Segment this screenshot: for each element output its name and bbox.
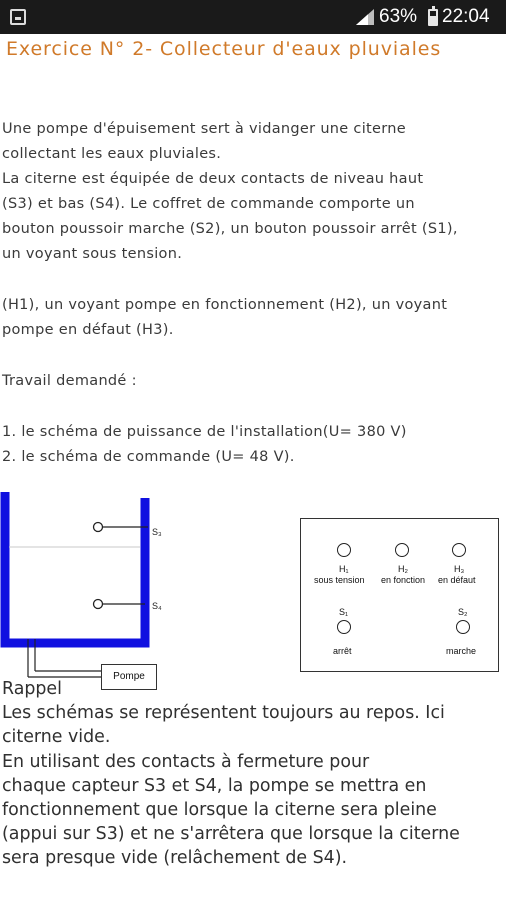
text-line: (H1), un voyant pompe en fonctionnement …	[2, 297, 448, 313]
rappel-section: Rappel Les schémas se représentent toujo…	[2, 677, 502, 871]
s3-contact	[92, 521, 104, 533]
text-line: En utilisant des contacts à fermeture po…	[2, 751, 370, 772]
text-line: collectant les eaux pluviales.	[2, 146, 222, 162]
tank-diagram	[0, 492, 150, 678]
text-line: 1. le schéma de puissance de l'installat…	[2, 424, 407, 440]
text-line: citerne vide.	[2, 727, 111, 748]
pump-box: Pompe	[101, 664, 157, 690]
h3-lamp	[452, 543, 466, 557]
exercise-title: Exercice N° 2- Collecteur d'eaux pluvial…	[6, 38, 442, 60]
text-line: pompe en défaut (H3).	[2, 322, 174, 338]
text-line: chaque capteur S3 et S4, la pompe se met…	[2, 775, 427, 796]
rappel-heading: Rappel	[2, 679, 62, 699]
signal-icon	[356, 9, 374, 25]
h1-lamp	[337, 543, 351, 557]
s4-label: S₄	[152, 601, 162, 611]
s4-contact	[92, 598, 104, 610]
s1-button	[337, 620, 351, 634]
description-paragraph: Une pompe d'épuisement sert à vidanger u…	[2, 117, 458, 267]
h2-code: H₂	[398, 564, 408, 574]
scroll-content[interactable]: Exercice N° 2- Collecteur d'eaux pluvial…	[0, 34, 506, 900]
text-line: Travail demandé :	[2, 373, 137, 389]
text-line: (appui sur S3) et ne s'arrêtera que lors…	[2, 824, 460, 845]
text-line: un voyant sous tension.	[2, 246, 183, 262]
s3-label: S₃	[152, 527, 162, 537]
s2-button	[456, 620, 470, 634]
clock: 22:04	[442, 6, 490, 27]
h3-label: en défaut	[438, 575, 476, 585]
text-line: 2. le schéma de commande (U= 48 V).	[2, 449, 295, 465]
control-panel: H₁ sous tension H₂ en fonction H₃ en déf…	[300, 518, 499, 672]
text-line: (S3) et bas (S4). Le coffret de commande…	[2, 196, 415, 212]
text-line: bouton poussoir marche (S2), un bouton p…	[2, 221, 458, 237]
s1-label: arrêt	[333, 646, 352, 656]
battery-icon	[428, 6, 438, 26]
h1-label: sous tension	[314, 575, 365, 585]
battery-percent: 63%	[379, 6, 418, 27]
indicator-paragraph: (H1), un voyant pompe en fonctionnement …	[2, 293, 447, 343]
h1-code: H₁	[339, 564, 349, 574]
text-line: La citerne est équipée de deux contacts …	[2, 171, 424, 187]
status-bar: 63% 22:04	[0, 0, 506, 34]
task-heading: Travail demandé :	[2, 369, 137, 394]
s2-code: S₂	[458, 607, 468, 617]
s1-code: S₁	[339, 607, 349, 617]
notification-icon	[10, 9, 26, 25]
installation-diagram: S₃ S₄ Pompe H₁ sous tension H₂ en foncti…	[0, 489, 506, 695]
s2-label: marche	[446, 646, 477, 656]
h3-code: H₃	[454, 564, 465, 574]
text-line: Une pompe d'épuisement sert à vidanger u…	[2, 121, 406, 137]
text-line: Les schémas se représentent toujours au …	[2, 703, 445, 724]
task-list: 1. le schéma de puissance de l'installat…	[2, 420, 407, 470]
text-line: fonctionnement que lorsque la citerne se…	[2, 800, 437, 821]
text-line: sera presque vide (relâchement de S4).	[2, 848, 348, 869]
h2-lamp	[395, 543, 409, 557]
h2-label: en fonction	[381, 575, 426, 585]
